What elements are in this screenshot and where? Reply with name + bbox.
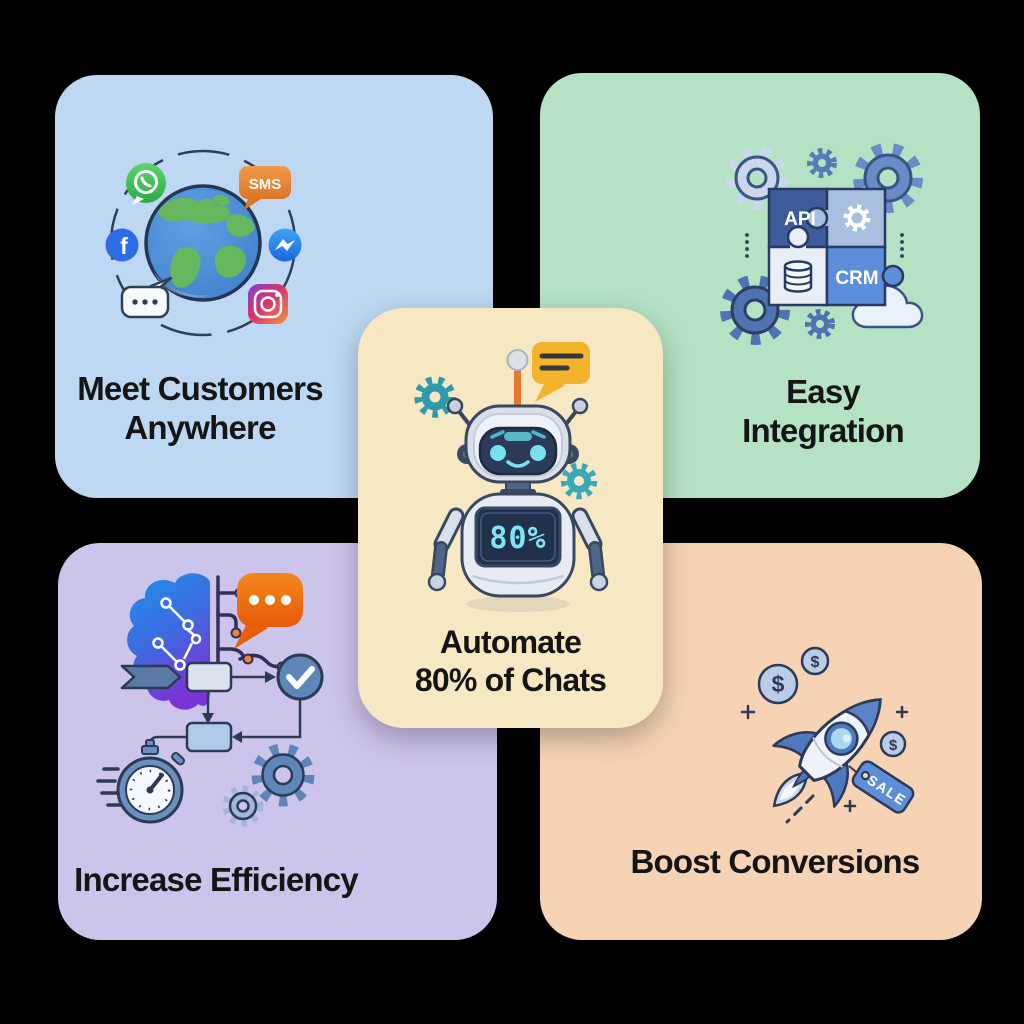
globe-channels-illustration: SMS f bbox=[105, 149, 302, 337]
title-line1: Easy bbox=[786, 373, 861, 410]
antenna-ball-left bbox=[446, 397, 464, 415]
gear-icon bbox=[720, 275, 790, 345]
antenna-ball-right bbox=[571, 397, 589, 415]
card-title-boost-conversions: Boost Conversions bbox=[630, 843, 921, 882]
robot-visor bbox=[478, 426, 558, 476]
instagram-icon bbox=[248, 284, 288, 324]
crm-label: CRM bbox=[835, 268, 878, 289]
sms-icon: SMS bbox=[239, 166, 291, 210]
gear-icon bbox=[807, 148, 837, 178]
svg-text:$: $ bbox=[889, 737, 898, 754]
puzzle-crm-piece bbox=[825, 245, 887, 307]
card-title-increase-efficiency: Increase Efficiency bbox=[66, 861, 366, 900]
whatsapp-icon bbox=[126, 163, 166, 205]
gear-icon bbox=[414, 376, 456, 418]
robot-screen bbox=[474, 506, 562, 568]
robot-eye-right bbox=[530, 445, 546, 461]
api-label: API bbox=[784, 209, 816, 230]
title-line2: Integration bbox=[742, 411, 905, 449]
globe-icon bbox=[144, 184, 262, 302]
gear-icon bbox=[725, 146, 789, 210]
title-line2: 80% of Chats bbox=[414, 661, 607, 698]
coin-icon: $ bbox=[757, 663, 799, 705]
chat-bubble-icon bbox=[120, 276, 173, 319]
flow-box-1 bbox=[185, 661, 233, 693]
coin-icon: $ bbox=[879, 730, 907, 758]
antenna-icon bbox=[506, 349, 529, 408]
gear-icon bbox=[222, 785, 264, 827]
facebook-letter: f bbox=[120, 233, 128, 259]
flowchart-icon bbox=[120, 653, 324, 753]
robot-arm-left bbox=[427, 507, 465, 592]
card-boost-conversions: $ $ $ bbox=[540, 543, 982, 940]
card-meet-customers: SMS f bbox=[55, 75, 493, 498]
card-title-automate-chats: Automate 80% of Chats bbox=[358, 624, 663, 700]
screen-value: 80% bbox=[489, 521, 546, 556]
title-line2: Anywhere bbox=[124, 408, 276, 446]
sparkle-icon bbox=[740, 704, 909, 813]
title: Increase Efficiency bbox=[74, 861, 359, 898]
chat-bubble-icon bbox=[234, 573, 303, 649]
title-line1: Meet Customers bbox=[77, 370, 323, 407]
sms-label: SMS bbox=[249, 176, 282, 193]
rocket-illustration: $ $ $ bbox=[740, 646, 915, 824]
svg-text:$: $ bbox=[811, 654, 820, 671]
robot-smile bbox=[506, 460, 530, 468]
svg-text:$: $ bbox=[772, 671, 785, 697]
card-automate-chats: 80% Automate 80% of Chats bbox=[358, 308, 663, 728]
facebook-icon: f bbox=[105, 228, 139, 262]
robot-eye-left bbox=[490, 445, 506, 461]
robot-arm-right bbox=[571, 507, 609, 592]
messenger-icon bbox=[268, 228, 302, 262]
speed-lines bbox=[96, 767, 122, 807]
card-title-meet-customers: Meet Customers Anywhere bbox=[55, 370, 345, 448]
robot-illustration: 80% bbox=[414, 342, 609, 612]
gear-icon bbox=[251, 743, 315, 807]
speech-bubble-icon bbox=[532, 342, 590, 402]
card-easy-integration: API CRM Easy Integration bbox=[540, 73, 980, 498]
robot-icon: 80% bbox=[427, 397, 609, 598]
integration-illustration: API CRM bbox=[720, 143, 924, 345]
sale-tag-icon: SALE bbox=[851, 760, 915, 814]
title: Boost Conversions bbox=[630, 843, 921, 880]
puzzle-icon: API CRM bbox=[767, 187, 905, 307]
dotted-line bbox=[745, 233, 904, 258]
gear-icon bbox=[843, 204, 871, 232]
stopwatch-icon bbox=[96, 739, 185, 824]
robot-shadow bbox=[466, 596, 570, 612]
coin-icon: $ bbox=[800, 646, 830, 676]
card-title-easy-integration: Easy Integration bbox=[678, 373, 968, 451]
title-line1: Automate bbox=[439, 624, 582, 660]
rocket-icon bbox=[772, 698, 882, 808]
gear-icon bbox=[560, 462, 598, 500]
checkmark-icon bbox=[276, 653, 324, 701]
efficiency-illustration bbox=[96, 573, 324, 827]
database-icon bbox=[783, 260, 813, 293]
flow-box-2 bbox=[185, 721, 233, 753]
ribbon-arrow bbox=[120, 664, 182, 690]
gear-icon bbox=[805, 309, 835, 339]
